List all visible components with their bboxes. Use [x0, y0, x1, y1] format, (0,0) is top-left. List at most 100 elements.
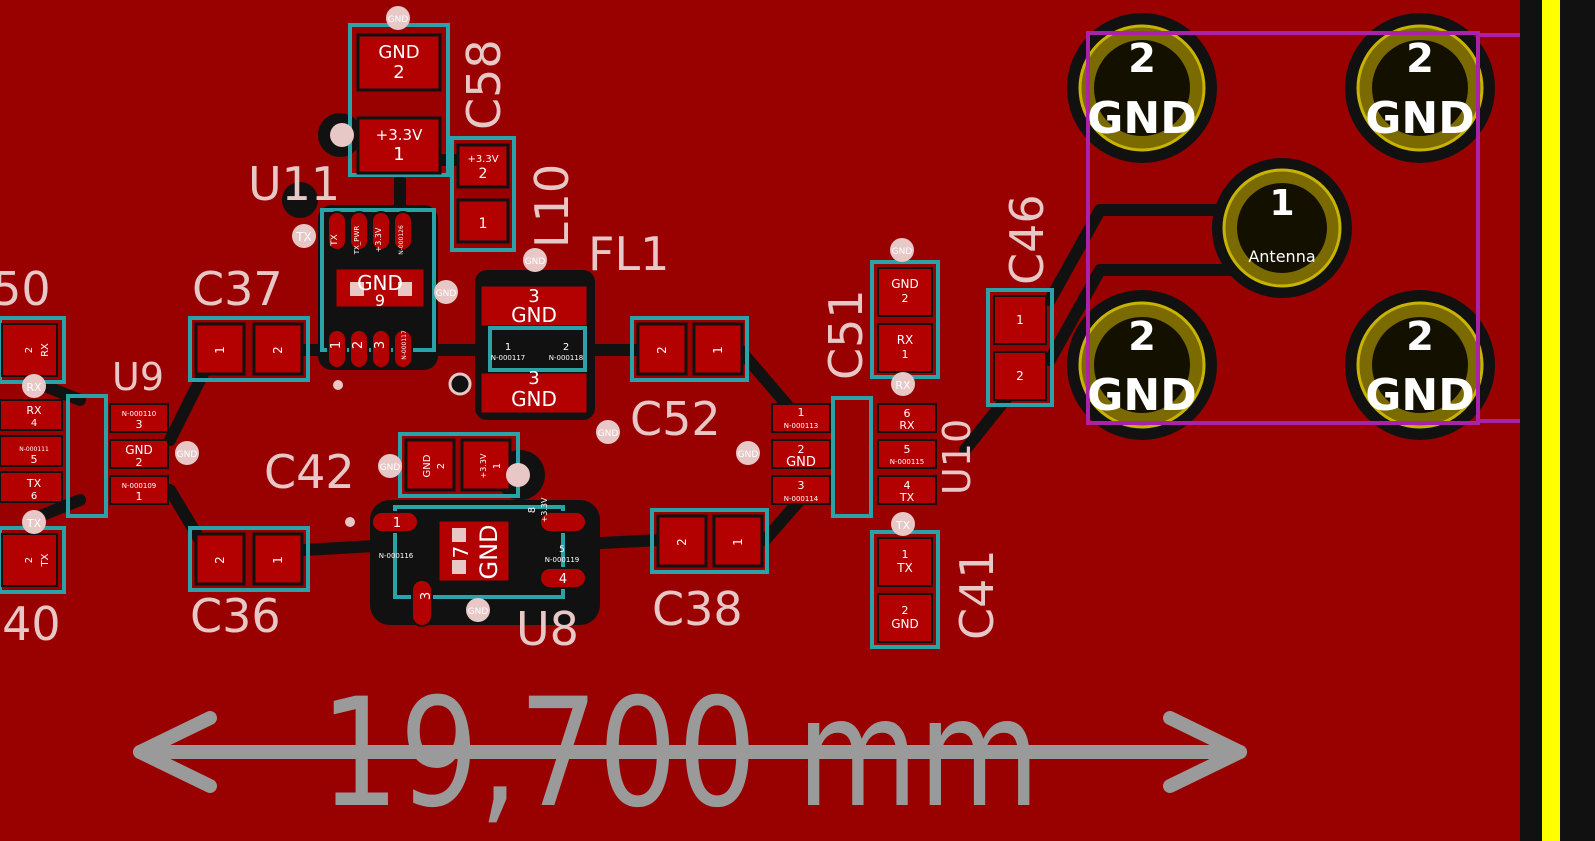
svg-text:N-000116: N-000116: [379, 552, 414, 560]
svg-text:N-000111: N-000111: [19, 446, 49, 453]
svg-text:TX: TX: [330, 234, 340, 247]
svg-text:+3.3V: +3.3V: [374, 227, 383, 252]
svg-text:2: 2: [675, 538, 689, 546]
svg-text:GND: GND: [511, 387, 557, 411]
svg-text:TX: TX: [26, 477, 42, 490]
svg-text:GND: GND: [598, 429, 619, 439]
trace-c46-antenna: [1044, 204, 1236, 306]
svg-text:2: 2: [271, 346, 285, 354]
via-generic: [345, 517, 355, 527]
svg-text:GND: GND: [891, 617, 919, 631]
ref-c41: C41: [950, 549, 1004, 640]
via-clearance: [282, 182, 318, 218]
via-tx: [292, 224, 316, 248]
svg-text:GND: GND: [380, 463, 401, 473]
svg-text:1: 1: [329, 341, 344, 349]
ref-c58: C58: [457, 39, 511, 130]
trace-c46-gnd: [1044, 264, 1236, 366]
ref-c36: C36: [190, 589, 281, 643]
via-tx: [891, 512, 915, 536]
svg-text:GND: GND: [892, 247, 913, 257]
svg-text:4: 4: [31, 418, 37, 429]
ref-fl1: FL1: [588, 227, 669, 281]
svg-text:RX: RX: [26, 381, 42, 394]
component-u9: N-000110 3 GND 2 N-000109 1: [66, 394, 169, 518]
svg-text:RX: RX: [895, 379, 911, 392]
dimension-arrow-right: [1163, 711, 1247, 793]
via-generic: [333, 380, 343, 390]
via-gnd: [434, 280, 458, 304]
svg-text:6: 6: [904, 407, 911, 420]
svg-text:+3.3V: +3.3V: [467, 154, 498, 165]
pad-net-gnd: GND: [1087, 93, 1196, 144]
svg-text:TX: TX: [40, 553, 51, 567]
svg-text:GND: GND: [468, 607, 489, 617]
ref-c40: C40: [0, 597, 61, 651]
svg-text:GND: GND: [475, 524, 503, 579]
via-gnd: [378, 454, 402, 478]
svg-text:5: 5: [904, 443, 911, 456]
vias: GND TX GND GND GND GND GND GND GND GND R…: [22, 6, 915, 622]
svg-text:3: 3: [373, 341, 388, 349]
via-gnd: [523, 248, 547, 272]
svg-text:2: 2: [902, 604, 909, 617]
svg-text:+3.3V: +3.3V: [540, 497, 549, 522]
svg-text:GND: GND: [436, 289, 457, 299]
via-gnd: [596, 420, 620, 444]
svg-text:GND: GND: [177, 450, 198, 460]
svg-text:1: 1: [798, 406, 805, 419]
svg-text:3: 3: [419, 592, 434, 600]
dimension-arrow-left: [133, 711, 217, 793]
svg-text:N-000109: N-000109: [122, 482, 156, 490]
ref-u10: U10: [935, 419, 979, 495]
via-gnd: [736, 441, 760, 465]
ref-c52: C52: [630, 392, 721, 446]
svg-text:1: 1: [902, 548, 909, 561]
antenna-connector: 2 GND 2 GND 2 GND 2 GND 1 Antenna: [1067, 13, 1540, 440]
pad-net-antenna: Antenna: [1248, 247, 1315, 266]
ref-c51: C51: [819, 289, 873, 380]
svg-text:5: 5: [31, 453, 38, 466]
svg-text:2: 2: [1016, 369, 1024, 383]
svg-text:RX: RX: [26, 404, 42, 417]
svg-text:GND: GND: [511, 303, 557, 327]
svg-text:TX: TX: [295, 230, 312, 244]
pad-number: 2: [1128, 314, 1156, 360]
svg-text:1: 1: [213, 346, 227, 354]
component-u11: GND 9 TX TX_PWR +3.3V N-000126 1 2 3 N-0…: [320, 208, 436, 369]
svg-text:GND: GND: [525, 257, 546, 267]
svg-text:2: 2: [479, 166, 488, 182]
svg-text:4: 4: [559, 572, 567, 587]
svg-text:1: 1: [731, 538, 745, 546]
svg-text:2: 2: [393, 62, 404, 83]
svg-text:2: 2: [902, 292, 909, 305]
svg-text:GND: GND: [891, 277, 919, 291]
via-gnd: [890, 238, 914, 262]
svg-text:GND: GND: [378, 42, 419, 63]
trace-c38-u10: [759, 494, 806, 546]
svg-text:7: 7: [449, 546, 473, 559]
svg-text:1: 1: [271, 556, 285, 564]
ref-c46: C46: [1000, 194, 1054, 285]
svg-text:N-000110: N-000110: [122, 410, 156, 418]
svg-text:RX: RX: [899, 419, 915, 432]
svg-text:TX: TX: [895, 519, 911, 532]
via-rx: [891, 372, 915, 396]
svg-text:RX: RX: [897, 333, 914, 347]
svg-text:+3.3V: +3.3V: [376, 126, 423, 144]
svg-text:2: 2: [24, 347, 35, 353]
via-tx: [22, 510, 46, 534]
svg-text:N-000114: N-000114: [784, 495, 819, 503]
svg-text:GND: GND: [125, 443, 153, 457]
pad-number: 2: [1406, 36, 1434, 82]
svg-text:1: 1: [711, 346, 725, 354]
silkscreen-refs: C58 U11 L10 FL1 C37 C50 U9 C42 C52 C36 C…: [0, 39, 1054, 656]
component-c50: 2 RX: [0, 316, 66, 384]
svg-text:2: 2: [351, 341, 366, 349]
components: GND 2 +3.3V 1 +3.3V 2 1: [0, 23, 1054, 649]
svg-text:3: 3: [798, 479, 805, 492]
svg-text:GND: GND: [357, 271, 403, 295]
board-edge: [1520, 0, 1595, 841]
svg-text:TX: TX: [26, 517, 42, 530]
